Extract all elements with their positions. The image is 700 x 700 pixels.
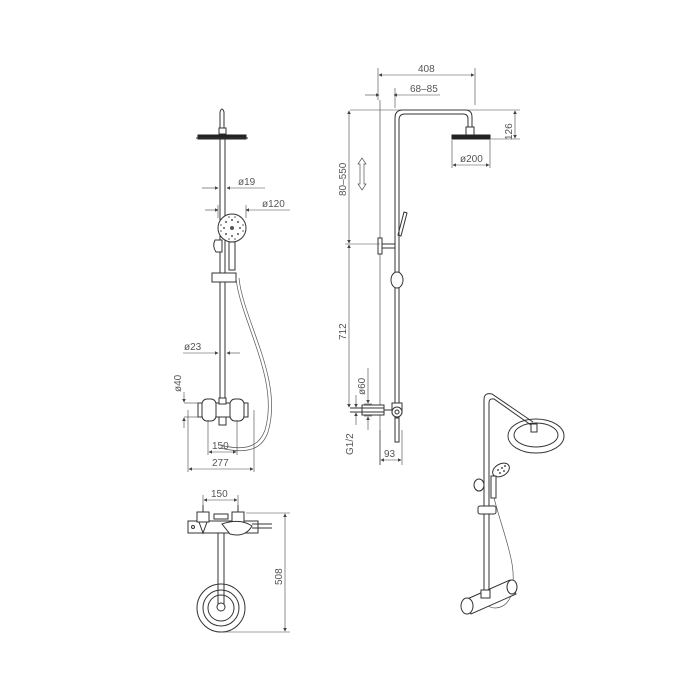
dim-height-adjust: 80–550 [338, 162, 349, 196]
dim-valve-width: 277 [212, 458, 229, 469]
dim-pipe-diameter: ø23 [184, 342, 202, 353]
side-view: 408 68–85 126 ø200 80–550 712 ø60 G1/ [338, 64, 520, 465]
dim-arm-length: 408 [418, 64, 435, 75]
dim-rail-diameter: ø19 [238, 177, 256, 188]
front-view: ø19 ø120 ø23 ø40 150 277 [173, 108, 290, 472]
dim-wall-depth: 93 [384, 449, 396, 460]
dim-inlet-spacing: 150 [212, 441, 229, 452]
dim-head-diameter: ø200 [460, 154, 483, 165]
dim-total-height: 508 [274, 568, 285, 585]
top-view: 150 508 [187, 489, 290, 633]
dim-head-drop: 126 [504, 123, 515, 140]
dim-wall-offset: 68–85 [410, 84, 438, 95]
adjust-arrow-icon [357, 157, 367, 191]
dim-hand-shower-diameter: ø120 [262, 199, 285, 210]
dim-top-inlet-spacing: 150 [211, 489, 228, 500]
dim-valve-diameter: ø40 [173, 374, 184, 392]
dim-escutcheon-diameter: ø60 [357, 377, 368, 395]
dim-rail-height: 712 [338, 323, 349, 340]
isometric-view [460, 393, 565, 615]
dim-thread: G1/2 [345, 433, 356, 455]
